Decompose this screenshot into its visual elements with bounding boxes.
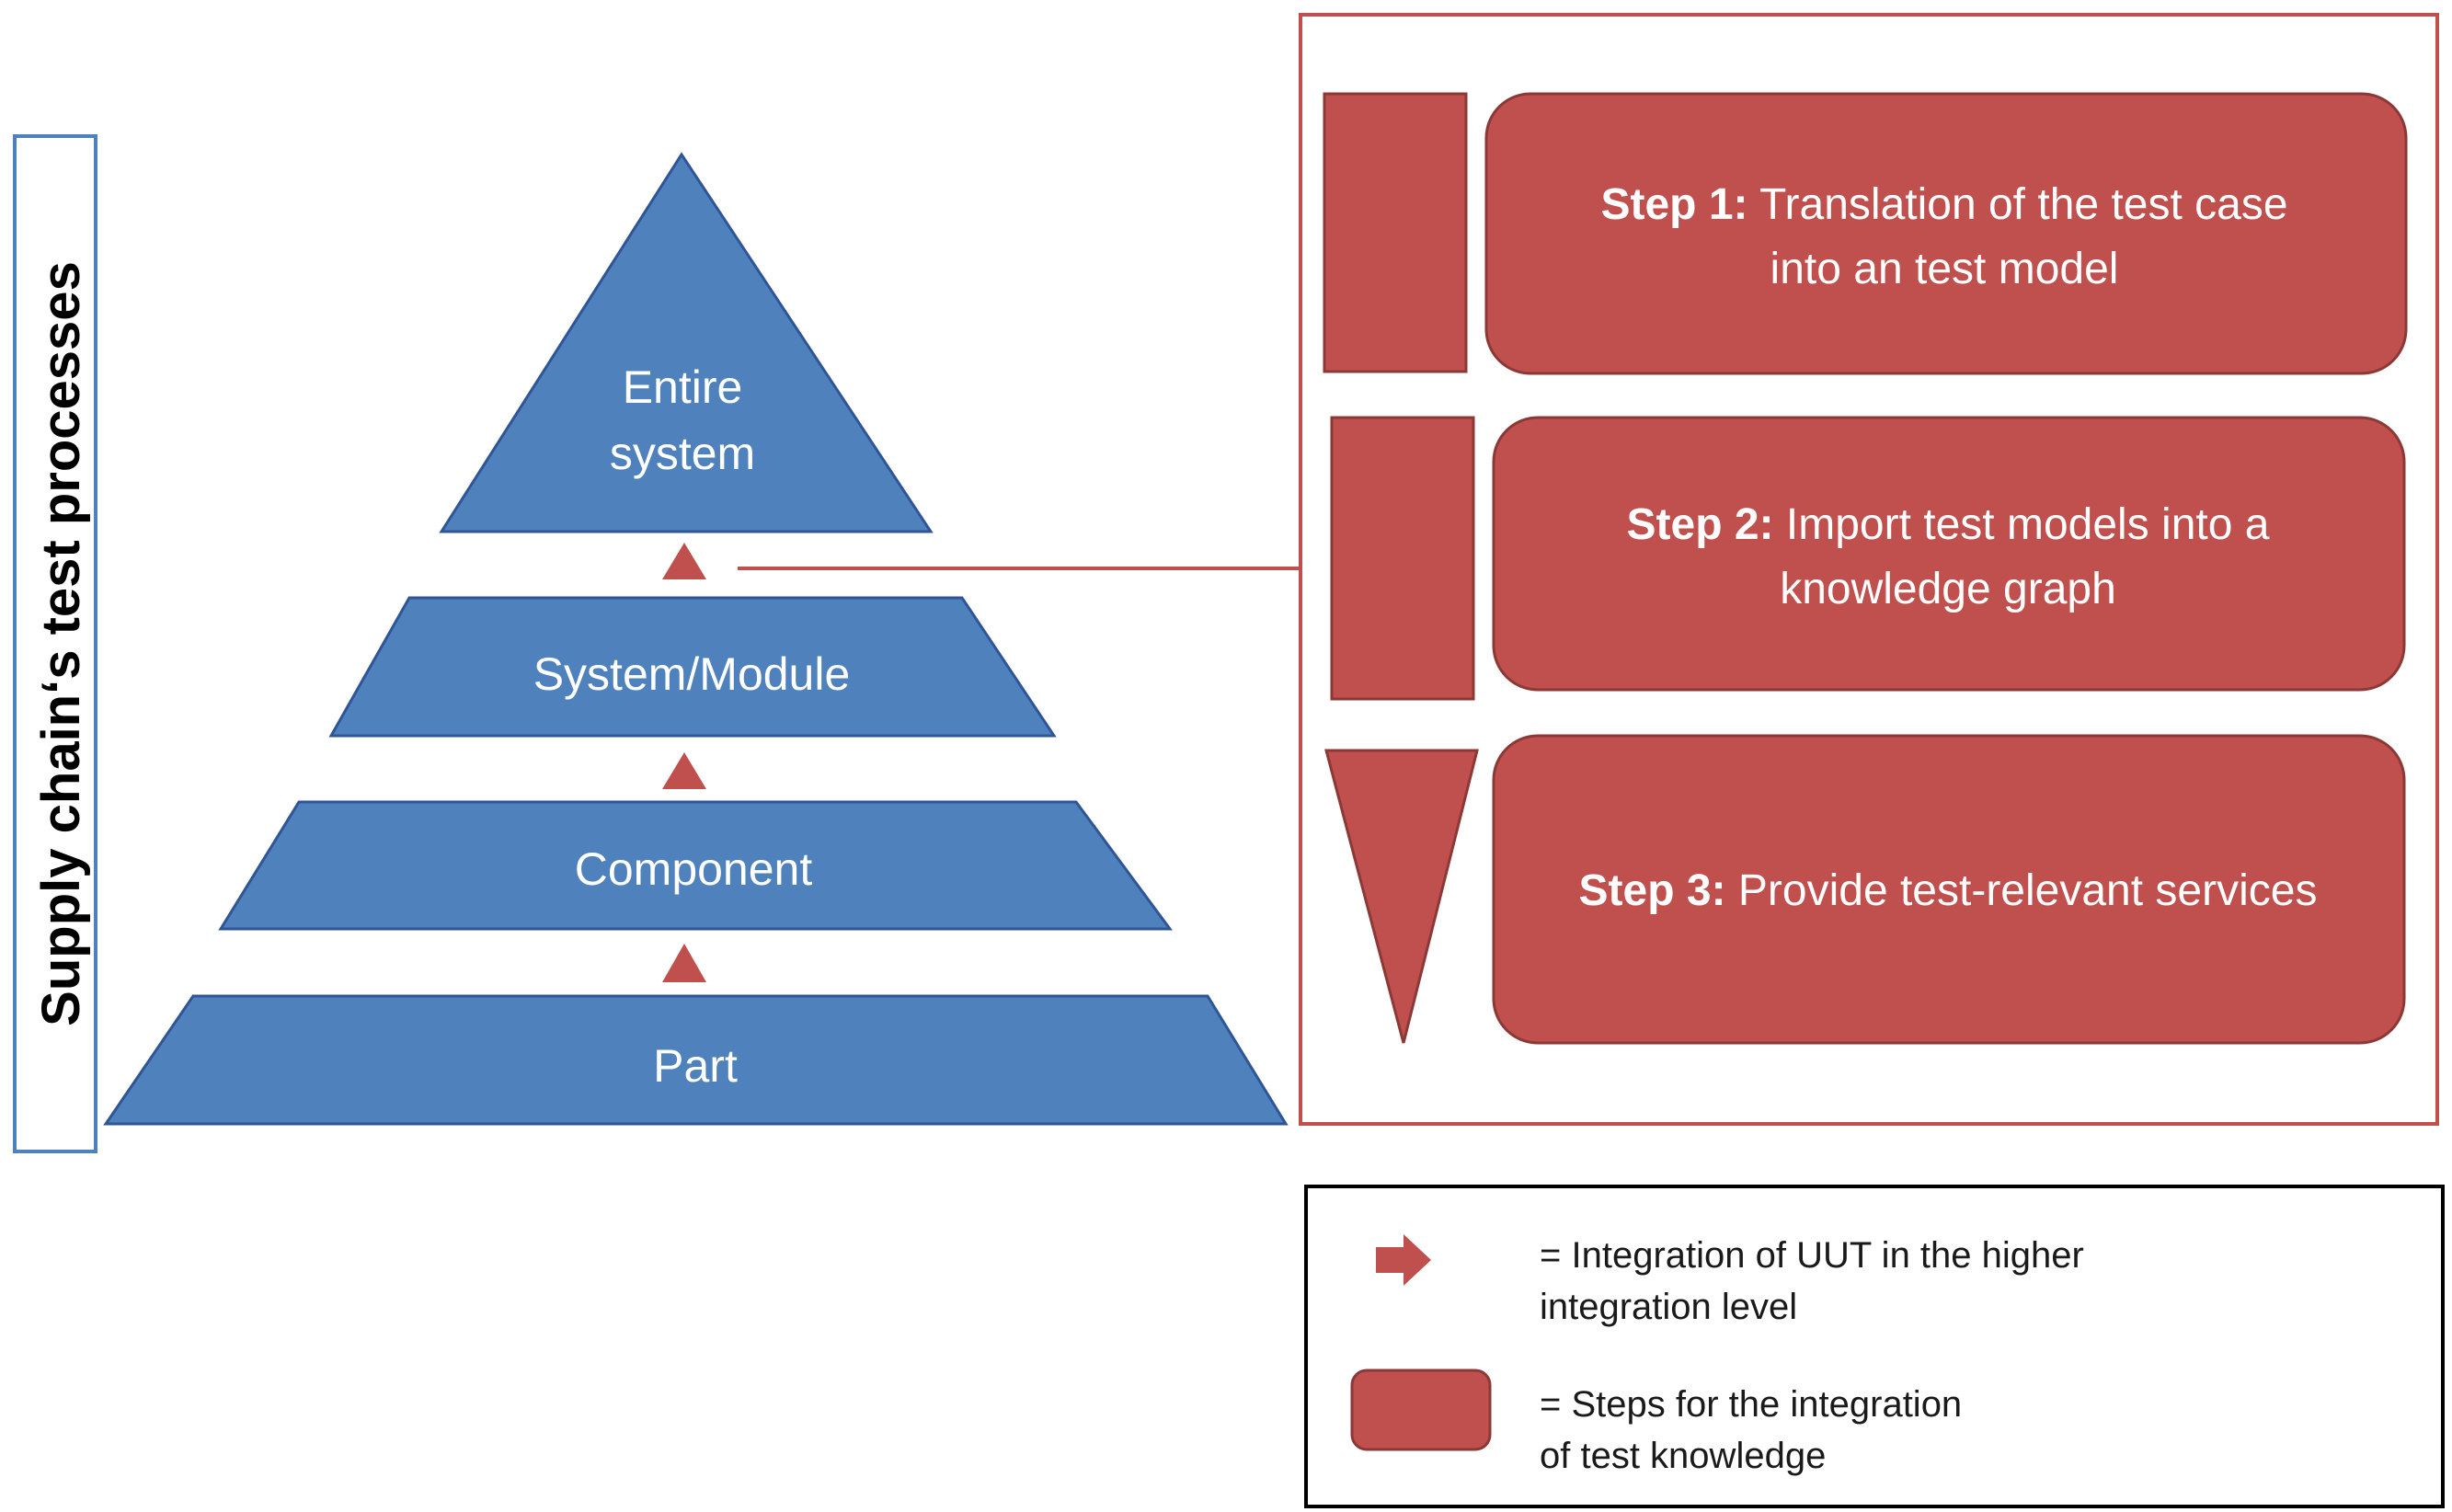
pyramid-level-part: [103, 994, 1289, 1126]
step3-box: [1492, 734, 2406, 1045]
integration-arrow-icon: [662, 944, 706, 982]
step1-box: [1484, 92, 2408, 375]
step3-text-line1: Step 3: Provide test-relevant services: [1579, 866, 2318, 915]
step2-marker: [1330, 416, 1475, 701]
pyramid-label-system: system: [610, 428, 755, 479]
pyramid-level-system-module: [328, 596, 1057, 738]
legend-arrow-text-line1: = Integration of UUT in the higher: [1540, 1235, 2084, 1276]
legend-arrow-icon: [1376, 1234, 1431, 1286]
step3-marker: [1324, 749, 1479, 1044]
legend-steps-text-line2: of test knowledge: [1540, 1436, 1826, 1476]
step1-marker: [1323, 92, 1468, 373]
integration-arrow-icon: [662, 543, 706, 579]
step2-text-line1: Step 2: Import test models into a: [1627, 500, 2270, 549]
steps-frame: [1299, 13, 2439, 1126]
step1-text-line2: into an test model: [1770, 245, 2119, 293]
side-label-frame: [13, 134, 97, 1153]
side-label: Supply chain‘s test processes: [31, 261, 91, 1026]
pyramid-label-system-module: System/Module: [533, 648, 851, 700]
pyramid-label-component: Component: [575, 843, 813, 895]
legend-step-swatch: [1350, 1369, 1492, 1451]
pyramid-label-part: Part: [653, 1040, 738, 1092]
step2-box: [1492, 416, 2406, 692]
step1-text-line1: Step 1: Translation of the test case: [1600, 180, 2287, 229]
integration-arrow-icon: [662, 752, 706, 789]
pyramid-level-entire-system: [439, 152, 934, 533]
legend-steps-text-line1: = Steps for the integration: [1540, 1384, 1962, 1425]
pyramid-level-component: [218, 800, 1173, 931]
legend-frame: [1304, 1185, 2445, 1508]
step2-text-line2: knowledge graph: [1780, 565, 2116, 613]
legend-arrow-text-line2: integration level: [1540, 1287, 1797, 1327]
pyramid-label-entire: Entire: [623, 361, 743, 413]
